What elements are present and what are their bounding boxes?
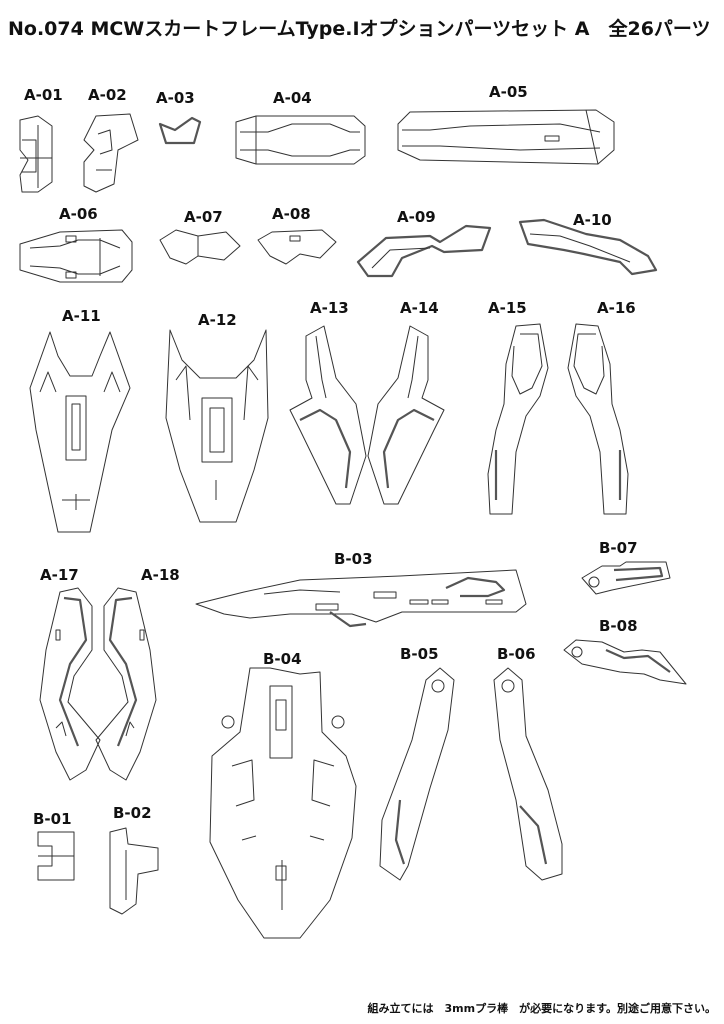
part-label-a09: A-09: [397, 208, 436, 226]
part-b01-outline: [37, 831, 75, 881]
part-label-a16: A-16: [597, 299, 636, 317]
part-a02-outline: [83, 113, 139, 193]
part-a12-outline: [165, 329, 269, 523]
part-label-a02: A-02: [88, 86, 127, 104]
part-label-a04: A-04: [273, 89, 312, 107]
part-b03-outline: [195, 569, 527, 628]
part-a10-outline: [518, 218, 658, 276]
part-label-a03: A-03: [156, 89, 195, 107]
part-label-a07: A-07: [184, 208, 223, 226]
part-label-a06: A-06: [59, 205, 98, 223]
part-label-a01: A-01: [24, 86, 63, 104]
part-label-b03: B-03: [334, 550, 373, 568]
part-b02-outline: [109, 827, 159, 915]
part-label-a10: A-10: [573, 211, 612, 229]
part-label-a13: A-13: [310, 299, 349, 317]
part-b04-outline: [209, 667, 357, 939]
assembly-note: 組み立てには 3mmプラ棒 が必要になります。別途ご用意下さい。: [367, 1002, 716, 1015]
part-a01-outline: [19, 115, 53, 193]
part-label-a08: A-08: [272, 205, 311, 223]
part-a16-outline: [567, 323, 629, 515]
part-a06-outline: [19, 229, 133, 283]
part-label-a15: A-15: [488, 299, 527, 317]
part-a03-outline: [158, 116, 202, 145]
part-label-b08: B-08: [599, 617, 638, 635]
part-a11-outline: [29, 331, 131, 533]
part-a18-outline: [95, 587, 157, 781]
part-a08-outline: [257, 229, 337, 265]
part-label-b02: B-02: [113, 804, 152, 822]
part-a04-outline: [235, 115, 366, 165]
part-b08-outline: [563, 639, 687, 685]
part-a07-outline: [159, 229, 241, 265]
part-label-b04: B-04: [263, 650, 302, 668]
page-title: No.074 MCWスカートフレームType.Ⅰオプションパーツセット A 全2…: [8, 18, 711, 40]
part-label-a14: A-14: [400, 299, 439, 317]
part-b07-outline: [581, 561, 671, 595]
part-label-a11: A-11: [62, 307, 101, 325]
part-label-b05: B-05: [400, 645, 439, 663]
part-label-b07: B-07: [599, 539, 638, 557]
part-a14-outline: [367, 325, 445, 505]
part-label-a12: A-12: [198, 311, 237, 329]
part-a05-outline: [397, 109, 615, 165]
part-b05-outline: [379, 667, 455, 881]
part-a13-outline: [289, 325, 367, 505]
part-b06-outline: [493, 667, 563, 881]
part-a09-outline: [356, 224, 492, 278]
part-a17-outline: [39, 587, 101, 781]
part-a15-outline: [487, 323, 549, 515]
part-label-b06: B-06: [497, 645, 536, 663]
part-label-a18: A-18: [141, 566, 180, 584]
part-label-a05: A-05: [489, 83, 528, 101]
part-label-a17: A-17: [40, 566, 79, 584]
part-label-b01: B-01: [33, 810, 72, 828]
